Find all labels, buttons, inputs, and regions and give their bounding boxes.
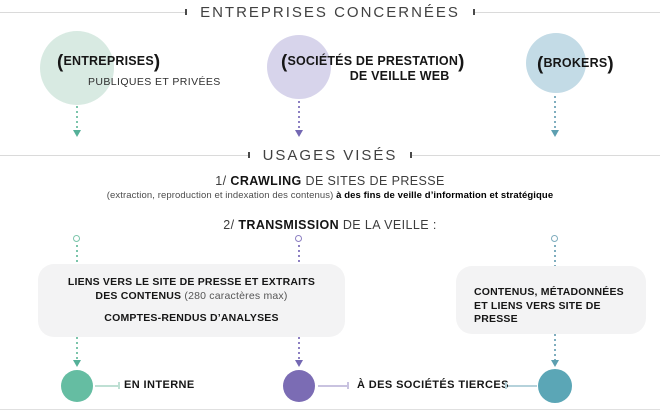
flow-line [298,245,300,264]
entity-label-brokers: (BROKERS) [537,52,614,74]
entity-label-entreprises: (ENTREPRISES) [57,50,161,72]
flow-line [298,337,300,360]
tick-mark [118,382,120,389]
destination-circle-third-party-right [538,369,572,403]
arrow-down-icon [73,360,81,367]
section-header-usages: USAGES VISÉS [0,146,660,164]
flow-line [76,245,78,264]
usage-keyword: CRAWLING [230,174,302,188]
entity-name-line1: (SOCIÉTÉS DE PRESTATION) [281,50,465,72]
transmission-box-right: CONTENUS, MÉTADONNÉES ET LIENS VERS SITE… [456,266,646,334]
usage-keyword: TRANSMISSION [238,218,339,232]
section-header-entities: ENTREPRISES CONCERNÉES [0,3,660,21]
box-line: LIENS VERS LE SITE DE PRESSE ET EXTRAITS [67,276,316,288]
box-line: DES CONTENUS (280 caractères max) [95,289,288,302]
flow-line-prestation [298,101,300,130]
tick-mark [347,382,349,389]
paren-open: ( [537,52,544,74]
arrow-down-icon [295,130,303,137]
usage-transmission-line: 2/ TRANSMISSION DE LA VEILLE : [0,218,660,232]
entity-name: BROKERS [543,56,608,70]
entity-sublabel-entreprises: PUBLIQUES ET PRIVÉES [88,76,221,88]
entity-circle-prestation [267,35,331,99]
entity-circle-entreprises [40,31,114,105]
box-line: CONTENUS, MÉTADONNÉES [474,286,624,298]
divider-line [0,154,248,156]
tick-mark [410,152,413,158]
tick-mark [472,9,475,15]
arrow-down-icon [73,130,81,137]
divider-line [412,154,660,156]
usage-crawling-line: 1/ CRAWLING DE SITES DE PRESSE [0,174,660,188]
note-bold: à des fins de veille d’information et st… [336,190,554,201]
connector-dot-icon [73,235,80,242]
destination-label-internal: EN INTERNE [124,379,195,391]
flow-line [554,245,556,266]
divider-line [474,11,660,13]
arrow-down-icon [551,360,559,367]
divider-line [0,11,186,13]
transmission-box-left-text: LIENS VERS LE SITE DE PRESSE ET EXTRAITS… [38,264,345,326]
box-line: COMPTES-RENDUS D’ANALYSES [104,312,279,324]
flow-line-entreprises [76,106,78,130]
destination-circle-third-party-left [283,370,315,402]
entity-label-prestation: (SOCIÉTÉS DE PRESTATION) DE VEILLE WEB [281,50,465,83]
flow-line [76,337,78,360]
paren-close: ) [153,50,161,72]
usage-crawling-note: (extraction, reproduction et indexation … [0,190,660,201]
paren-open: ( [281,50,288,72]
entities-section-title: ENTREPRISES CONCERNÉES [200,3,460,21]
note-regular: (extraction, reproduction et indexation … [106,190,334,201]
connector-dot-icon [295,235,302,242]
paren-close: ) [607,52,614,74]
flow-line-brokers [554,96,556,130]
arrow-down-icon [295,360,303,367]
connector-line [318,385,347,387]
flow-line [554,334,556,360]
box-line: ET LIENS VERS SITE DE PRESSE [474,299,601,326]
entity-circle-brokers [526,33,586,93]
connector-line [508,385,537,387]
connector-dot-icon [551,235,558,242]
tick-mark [505,382,507,389]
entity-name-line2: DE VEILLE WEB [349,68,450,83]
box-note: (280 caractères max) [184,289,288,302]
usage-number: 1/ [215,174,227,188]
arrow-down-icon [551,130,559,137]
tick-mark [247,152,250,158]
tick-mark [185,9,188,15]
destination-label-third-party: À DES SOCIÉTÉS TIERCES [357,379,509,391]
usage-rest: DE SITES DE PRESSE [305,174,445,188]
usage-rest: DE LA VEILLE : [342,218,437,232]
paren-close: ) [458,50,465,72]
connector-line [95,385,118,387]
usage-number: 2/ [223,218,235,232]
destination-circle-internal [61,370,93,402]
bottom-divider-line [0,409,660,410]
entity-name: ENTREPRISES [63,54,154,68]
usages-section-title: USAGES VISÉS [262,146,398,164]
transmission-box-left: LIENS VERS LE SITE DE PRESSE ET EXTRAITS… [38,264,345,337]
transmission-box-right-text: CONTENUS, MÉTADONNÉES ET LIENS VERS SITE… [456,266,646,327]
paren-open: ( [57,50,64,72]
